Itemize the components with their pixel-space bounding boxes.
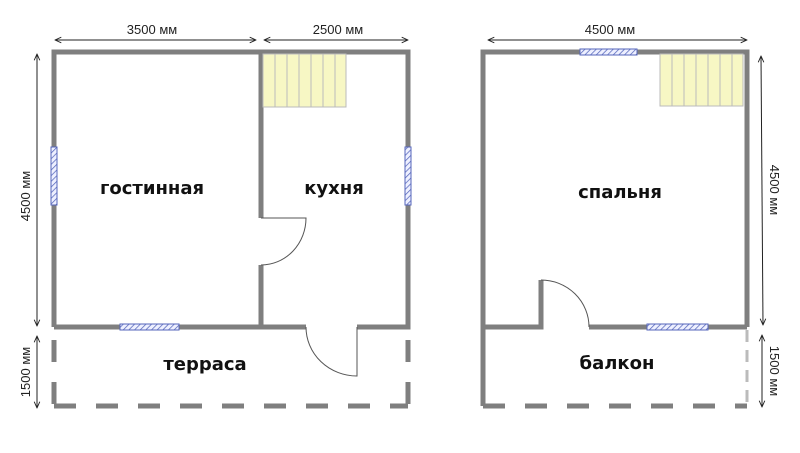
interior-door xyxy=(260,217,307,266)
staircase-upper xyxy=(659,53,744,107)
dim-label-1500-right: 1500 мм xyxy=(767,346,782,396)
room-label-balcony: балкон xyxy=(580,353,655,374)
room-label-terrace: терраса xyxy=(163,354,246,375)
staircase xyxy=(262,53,347,108)
room-label-living: гостинная xyxy=(100,178,204,199)
dim-label-4500-left: 4500 мм xyxy=(18,171,33,221)
terrace-outline xyxy=(51,340,411,409)
dim-label-3500: 3500 мм xyxy=(127,22,177,37)
window-left xyxy=(50,146,58,206)
dim-label-4500-right: 4500 мм xyxy=(767,165,782,215)
room-label-kitchen: кухня xyxy=(304,178,364,199)
ground-floor-plan: 3500 мм 2500 мм 4500 мм 1500 мм гостинна… xyxy=(18,22,412,409)
room-label-bedroom: спальня xyxy=(578,182,662,203)
dim-line-4500-right xyxy=(761,56,763,325)
upper-floor-plan: 4500 мм 4500 мм 1500 мм спальня балкон xyxy=(480,22,782,409)
window-bottom-upper xyxy=(646,323,709,331)
window-right xyxy=(404,146,412,206)
window-bottom xyxy=(119,323,180,331)
window-top-upper xyxy=(579,48,638,56)
exterior-walls xyxy=(51,49,411,330)
dim-label-2500: 2500 мм xyxy=(313,22,363,37)
balcony-door xyxy=(540,279,590,328)
dim-label-4500-top: 4500 мм xyxy=(585,22,635,37)
terrace-door xyxy=(305,326,358,377)
dim-label-1500-left: 1500 мм xyxy=(18,347,33,397)
